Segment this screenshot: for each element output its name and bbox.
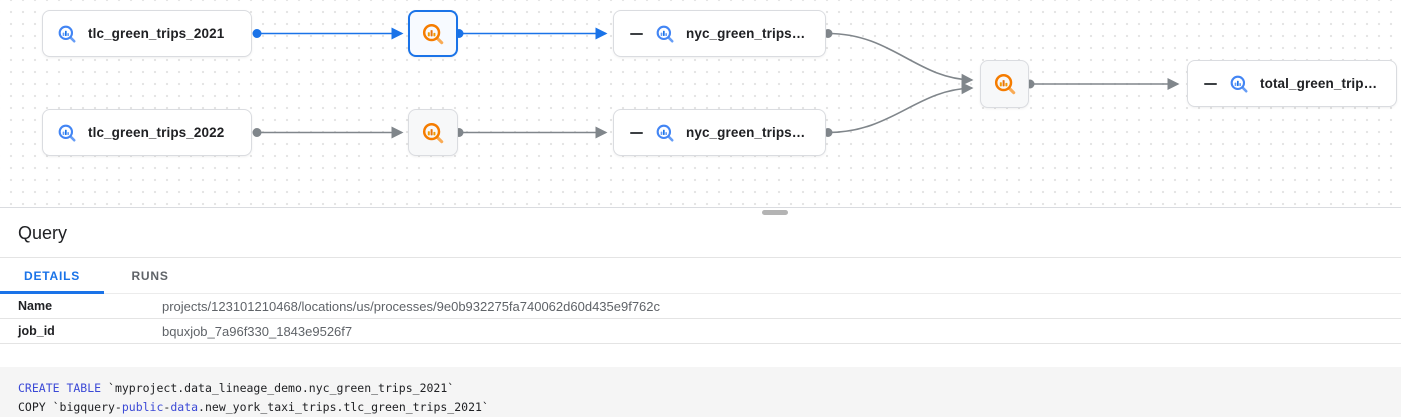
panel-title: Query — [18, 223, 68, 243]
edge-source-dot — [252, 128, 262, 137]
tab-runs[interactable]: RUNS — [131, 268, 169, 283]
bigquery-icon — [656, 25, 674, 43]
detail-value: bquxjob_7a96f330_1843e9526f7 — [162, 323, 353, 339]
node-label: nyc_green_trips… — [686, 125, 806, 140]
edge-source-dot — [252, 29, 262, 38]
minus-bar — [629, 131, 643, 134]
bigquery-icon — [58, 25, 76, 43]
tab-details[interactable]: DETAILS — [0, 258, 105, 294]
lineage-graph[interactable]: tlc_green_trips_2021 nyc_green_trips… tl… — [0, 0, 1401, 208]
bigquery-icon — [1230, 75, 1248, 93]
node-tlc-green-trips-2022[interactable]: tlc_green_trips_2022 — [42, 109, 252, 156]
collapse-minus-icon[interactable] — [628, 125, 644, 141]
node-tlc-green-trips-2021[interactable]: tlc_green_trips_2021 — [42, 10, 252, 57]
node-nyc-green-trips-bottom[interactable]: nyc_green_trips… — [613, 109, 826, 156]
panel-header: Query — [0, 209, 1401, 258]
bigquery-icon — [422, 23, 444, 44]
collapse-minus-icon[interactable] — [628, 26, 644, 42]
node-nyc-green-trips-top[interactable]: nyc_green_trips… — [613, 10, 826, 57]
node-process-top[interactable] — [408, 10, 458, 57]
details-table: Name projects/123101210468/locations/us/… — [0, 294, 1401, 344]
panel-resize-handle[interactable] — [762, 210, 788, 215]
bigquery-icon — [656, 124, 674, 142]
lineage-edge — [827, 32, 974, 86]
bigquery-icon — [994, 73, 1015, 95]
detail-value: projects/123101210468/locations/us/proce… — [162, 298, 661, 314]
detail-label: job_id — [18, 324, 55, 338]
minus-bar — [1203, 82, 1217, 85]
lineage-edge — [827, 82, 974, 134]
node-label: total_green_trip… — [1260, 76, 1378, 91]
node-label: tlc_green_trips_2021 — [88, 26, 225, 41]
detail-label: Name — [18, 299, 53, 313]
node-process-join[interactable] — [980, 60, 1029, 108]
code-line: CREATE TABLE `myproject.data_lineage_dem… — [18, 381, 455, 395]
node-label: nyc_green_trips… — [686, 26, 806, 41]
panel-tabs: DETAILS RUNS — [0, 258, 1401, 294]
detail-row-job_id: job_id bquxjob_7a96f330_1843e9526f7 — [0, 319, 1401, 344]
query-code-block: CREATE TABLE `myproject.data_lineage_dem… — [0, 367, 1401, 417]
node-label: tlc_green_trips_2022 — [88, 125, 225, 140]
detail-row-name: Name projects/123101210468/locations/us/… — [0, 294, 1401, 319]
collapse-minus-icon[interactable] — [1202, 76, 1218, 92]
bigquery-icon — [58, 124, 76, 142]
bigquery-icon — [422, 122, 444, 143]
node-process-bottom[interactable] — [408, 109, 458, 156]
node-total-green-trips[interactable]: total_green_trip… — [1187, 60, 1397, 107]
minus-bar — [629, 32, 643, 35]
code-line: COPY `bigquery-public-data.new_york_taxi… — [18, 400, 489, 414]
